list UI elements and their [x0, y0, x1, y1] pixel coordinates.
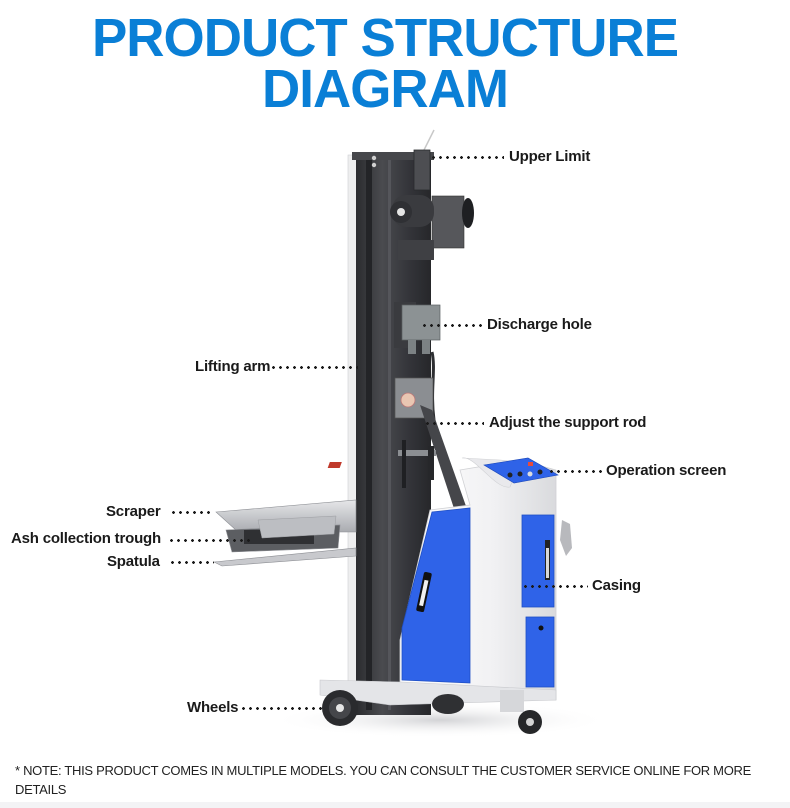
leader-ash-collection-trough	[168, 539, 252, 542]
leader-spatula	[169, 561, 214, 564]
title-line-2: DIAGRAM	[262, 59, 509, 119]
title-line-1: PRODUCT STRUCTURE	[91, 8, 679, 68]
rear-wheel	[518, 710, 542, 734]
discharge-box	[401, 304, 441, 341]
leader-lifting-arm	[270, 366, 358, 369]
front-wheel	[322, 690, 358, 726]
support-rod-knob	[400, 392, 416, 408]
base-frame	[319, 679, 557, 706]
label-ash-collection-trough: Ash collection trough	[11, 530, 161, 547]
leader-casing	[522, 585, 588, 588]
leader-operation-screen	[548, 470, 602, 473]
label-adjust-support-rod: Adjust the support rod	[489, 414, 647, 431]
label-casing: Casing	[592, 577, 641, 594]
upper-limit-switch	[413, 149, 431, 191]
label-operation-screen: Operation screen	[606, 462, 727, 479]
operation-panel	[483, 457, 559, 484]
column-groove-2	[388, 160, 391, 710]
leader-wheels	[240, 707, 322, 710]
label-upper-limit: Upper Limit	[509, 148, 591, 165]
panel-display	[327, 462, 342, 468]
label-lifting-arm: Lifting arm	[195, 358, 271, 375]
leader-adjust-support-rod	[424, 422, 484, 425]
column-cap	[352, 152, 434, 160]
column-groove	[366, 160, 372, 710]
lower-bracket	[398, 450, 436, 456]
label-spatula: Spatula	[107, 553, 160, 570]
casing-left-door	[401, 507, 471, 684]
leader-upper-limit	[430, 156, 504, 159]
label-discharge-hole: Discharge hole	[487, 316, 592, 333]
spatula	[212, 547, 357, 567]
leader-scraper	[170, 511, 214, 514]
leader-discharge-hole	[421, 324, 483, 327]
side-hook	[560, 520, 572, 556]
label-wheels: Wheels	[187, 699, 239, 716]
rear-bracket	[500, 690, 524, 712]
product-note: * NOTE: THIS PRODUCT COMES IN MULTIPLE M…	[15, 763, 751, 797]
footer-strip	[0, 802, 790, 808]
motor-end	[462, 198, 474, 228]
motor-bracket	[398, 240, 434, 260]
label-scraper: Scraper	[106, 503, 161, 520]
motor-housing	[431, 195, 465, 249]
middle-wheel	[432, 694, 464, 714]
upper-limit-antenna	[423, 129, 435, 151]
